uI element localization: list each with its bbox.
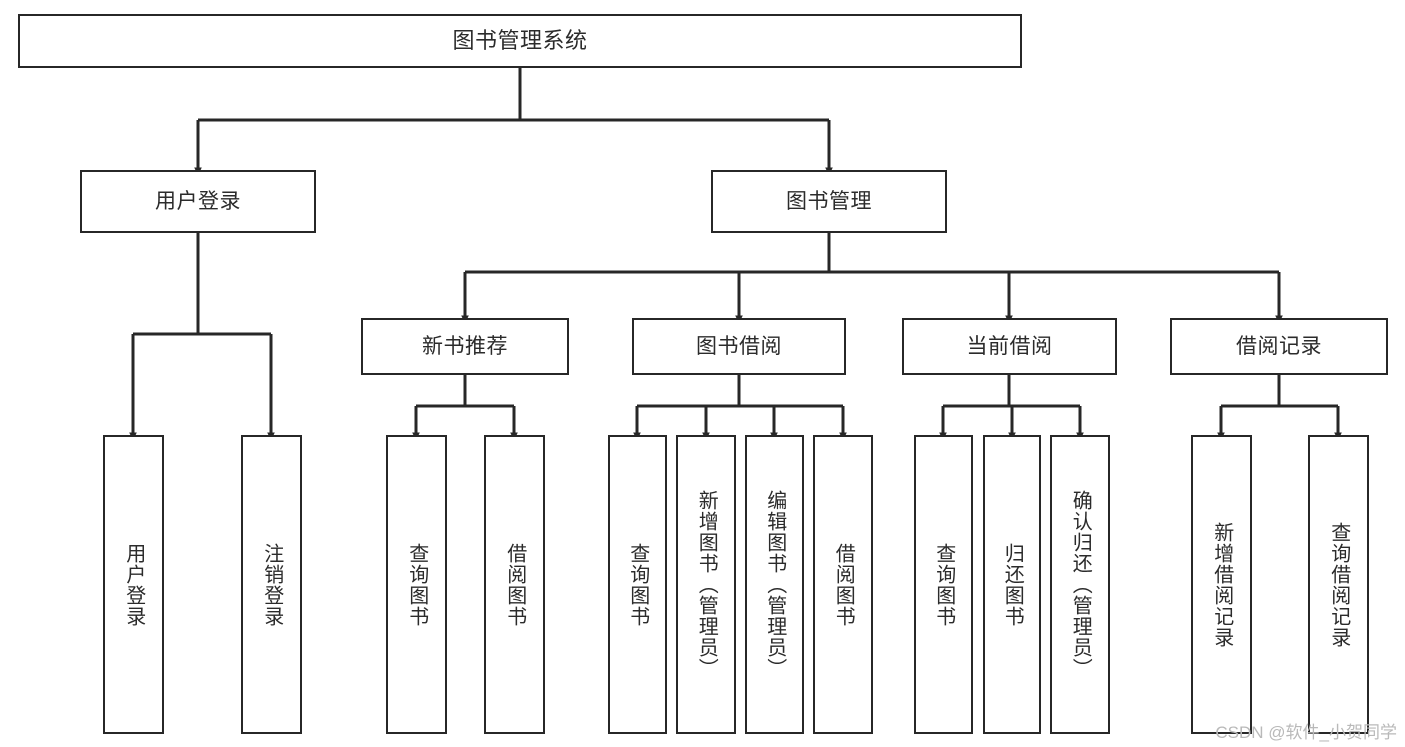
node-leaf-bw-borrow[interactable]: 借阅图书 <box>813 435 873 734</box>
edge-group <box>412 375 518 441</box>
edge-group <box>194 68 833 176</box>
node-label: 借阅图书 <box>503 542 526 627</box>
node-label: 查询图书 <box>932 542 955 627</box>
node-label: 编辑图书（管理员） <box>763 490 786 679</box>
node-leaf-cb-confirm[interactable]: 确认归还（管理员） <box>1050 435 1110 734</box>
node-label: 归还图书 <box>1001 542 1024 627</box>
node-label: 新增借阅记录 <box>1210 521 1233 648</box>
node-leaf-cb-query[interactable]: 查询图书 <box>914 435 973 734</box>
node-leaf-nb-query[interactable]: 查询图书 <box>386 435 447 734</box>
node-label: 注销登录 <box>260 542 283 627</box>
node-leaf-rec-query[interactable]: 查询借阅记录 <box>1308 435 1369 734</box>
node-label: 查询借阅记录 <box>1327 521 1350 648</box>
node-label: 用户登录 <box>122 542 145 627</box>
node-label: 查询图书 <box>405 542 428 627</box>
node-label: 查询图书 <box>626 542 649 627</box>
node-label: 图书借阅 <box>696 334 782 358</box>
node-leaf-user-login[interactable]: 用户登录 <box>103 435 164 734</box>
node-current[interactable]: 当前借阅 <box>902 318 1117 375</box>
edge-group <box>129 233 275 441</box>
edge-group <box>939 375 1084 441</box>
edge-group <box>1217 375 1342 441</box>
node-records[interactable]: 借阅记录 <box>1170 318 1388 375</box>
node-label: 借阅图书 <box>832 542 855 627</box>
node-leaf-cb-return[interactable]: 归还图书 <box>983 435 1041 734</box>
node-label: 新增图书（管理员） <box>695 490 718 679</box>
node-leaf-bw-edit[interactable]: 编辑图书（管理员） <box>745 435 804 734</box>
node-label: 当前借阅 <box>966 334 1053 358</box>
node-leaf-bw-query[interactable]: 查询图书 <box>608 435 667 734</box>
node-borrow[interactable]: 图书借阅 <box>632 318 846 375</box>
node-label: 新书推荐 <box>422 334 508 358</box>
node-leaf-rec-add[interactable]: 新增借阅记录 <box>1191 435 1252 734</box>
node-leaf-bw-add[interactable]: 新增图书（管理员） <box>676 435 736 734</box>
node-bookmgmt[interactable]: 图书管理 <box>711 170 947 233</box>
node-label: 用户登录 <box>155 189 241 213</box>
node-label: 确认归还（管理员） <box>1069 490 1092 679</box>
node-label: 借阅记录 <box>1236 334 1322 358</box>
node-newbooks[interactable]: 新书推荐 <box>361 318 569 375</box>
edge-group <box>461 233 1283 324</box>
node-login[interactable]: 用户登录 <box>80 170 316 233</box>
node-root[interactable]: 图书管理系统 <box>18 14 1022 68</box>
node-label: 图书管理系统 <box>452 27 588 53</box>
node-leaf-user-logout[interactable]: 注销登录 <box>241 435 302 734</box>
edge-group <box>633 375 847 441</box>
node-label: 图书管理 <box>786 189 872 213</box>
node-leaf-nb-borrow[interactable]: 借阅图书 <box>484 435 545 734</box>
